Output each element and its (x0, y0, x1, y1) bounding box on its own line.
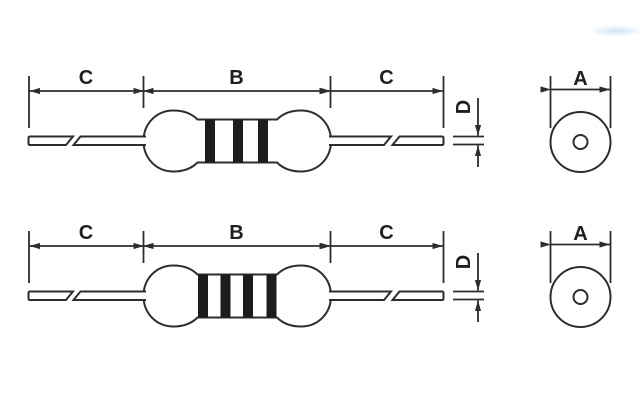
left-lead-outer-segment (27, 135, 76, 146)
dimension-label-right-lead: C (379, 67, 393, 89)
color-band (233, 119, 243, 163)
dimension-label-lead-thickness: D (453, 255, 475, 269)
right-lead-outer-segment (390, 135, 445, 146)
resistor-row-1: C B C D A (27, 67, 612, 173)
resistor-bands (205, 119, 268, 163)
color-band (220, 274, 231, 318)
right-lead-inner-segment (329, 290, 394, 301)
lead-thickness-dimension: D (453, 253, 484, 322)
right-lead-inner-fill (329, 291, 391, 300)
scan-artifact-smudge (589, 25, 640, 37)
resistor-row-2: C B C D A (27, 222, 612, 328)
end-view: A (540, 68, 612, 173)
color-band (205, 119, 215, 163)
color-band (258, 119, 268, 163)
right-lead-inner-fill (329, 136, 391, 145)
dimension-label-body-diameter: A (573, 223, 587, 245)
resistor-bands (198, 274, 277, 318)
lead-thickness-dimension: D (453, 98, 484, 167)
color-band (243, 274, 253, 318)
dimension-label-body-length: B (229, 222, 243, 244)
lead-end-circle (572, 289, 589, 305)
left-lead-outer-segment (27, 290, 76, 301)
color-band (266, 274, 277, 318)
dimension-label-body-length: B (229, 67, 243, 89)
dimension-label-lead-thickness: D (453, 100, 475, 114)
right-lead-outer-segment (390, 290, 445, 301)
dimension-label-body-diameter: A (573, 68, 587, 90)
color-band (198, 274, 208, 318)
end-view: A (540, 223, 612, 328)
right-lead-inner-segment (329, 135, 394, 146)
left-lead-inner-segment (71, 135, 146, 146)
dimension-label-left-lead: C (79, 67, 93, 89)
dimension-label-right-lead: C (379, 222, 393, 244)
left-lead-inner-fill (73, 136, 146, 145)
left-lead-inner-segment (71, 290, 146, 301)
left-lead-inner-fill (73, 291, 146, 300)
dimension-label-left-lead: C (79, 222, 93, 244)
resistor-body (142, 264, 333, 328)
lead-end-circle (572, 134, 589, 150)
